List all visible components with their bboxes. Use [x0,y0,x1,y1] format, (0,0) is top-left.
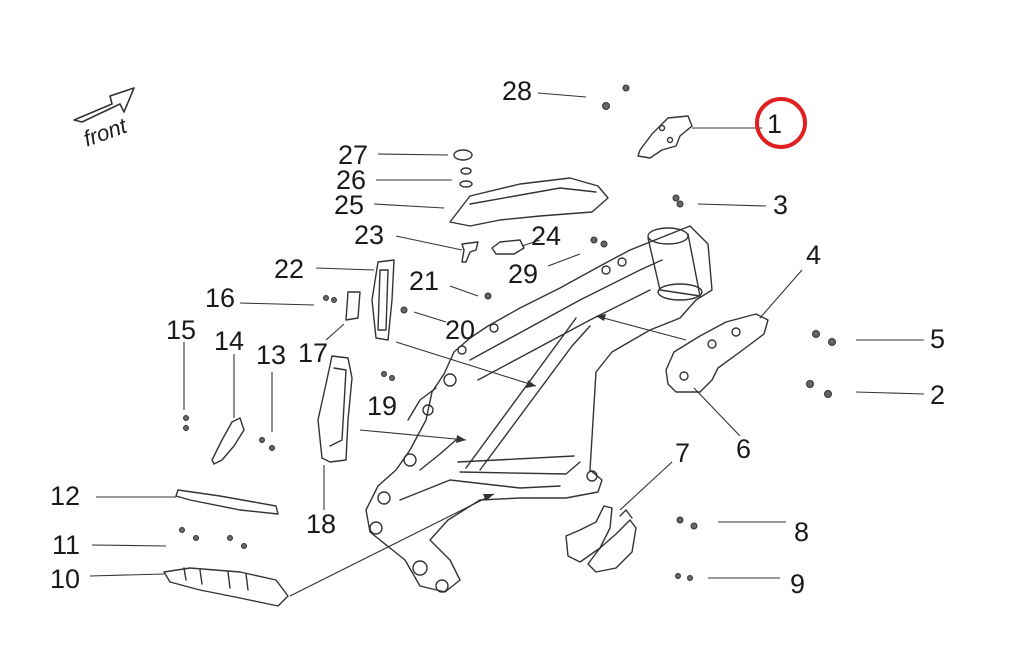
part-1-bracket [637,115,693,159]
fasteners-group [179,84,836,581]
part-23-pin [461,241,479,263]
callout-5: 5 [930,324,946,354]
callout-3: 3 [773,190,789,220]
callout-23: 23 [354,220,385,250]
callout-6: 6 [736,434,752,464]
callout-20: 20 [445,315,476,345]
callout-4: 4 [806,240,822,270]
callout-22: 22 [274,254,305,284]
callout-24: 24 [531,221,562,251]
callout-11: 11 [52,530,81,560]
callout-21: 21 [409,266,440,296]
callout-9: 9 [790,569,806,599]
callout-16: 16 [205,283,236,313]
callout-1: 1 [767,109,783,139]
callout-13: 13 [256,340,287,370]
callout-25: 25 [334,190,365,220]
callout-26: 26 [336,165,367,195]
callout-7: 7 [675,438,691,468]
part-17-plate [345,291,361,321]
callout-27: 27 [338,140,369,170]
callout-19: 19 [367,391,398,421]
callout-12: 12 [50,481,81,511]
part-22-plate [371,259,395,341]
part-26-washer [460,167,472,175]
part-25-cover [449,177,609,227]
part-18-guard [317,355,353,463]
callout-29: 29 [508,259,539,289]
callout-17: 17 [298,338,329,368]
highlight-circle [755,97,807,149]
callout-14: 14 [214,326,245,356]
callout-8: 8 [794,517,810,547]
leader-arrowheads [456,314,606,501]
callout-2: 2 [930,380,946,410]
part-7-guard [565,505,613,563]
part-14-bracket [211,417,245,465]
callout-18: 18 [306,509,337,539]
part-12-bar [175,489,279,515]
part-4-bracket [665,313,769,393]
front-arrow-icon [73,87,135,123]
leader-lines [89,92,925,597]
part-10-rail [163,567,289,607]
callout-28: 28 [502,76,533,106]
callout-10: 10 [50,564,81,594]
part-24-pad [491,239,525,255]
part-27-washer [453,149,473,161]
main-frame-shape [365,225,713,593]
callout-15: 15 [166,315,197,345]
